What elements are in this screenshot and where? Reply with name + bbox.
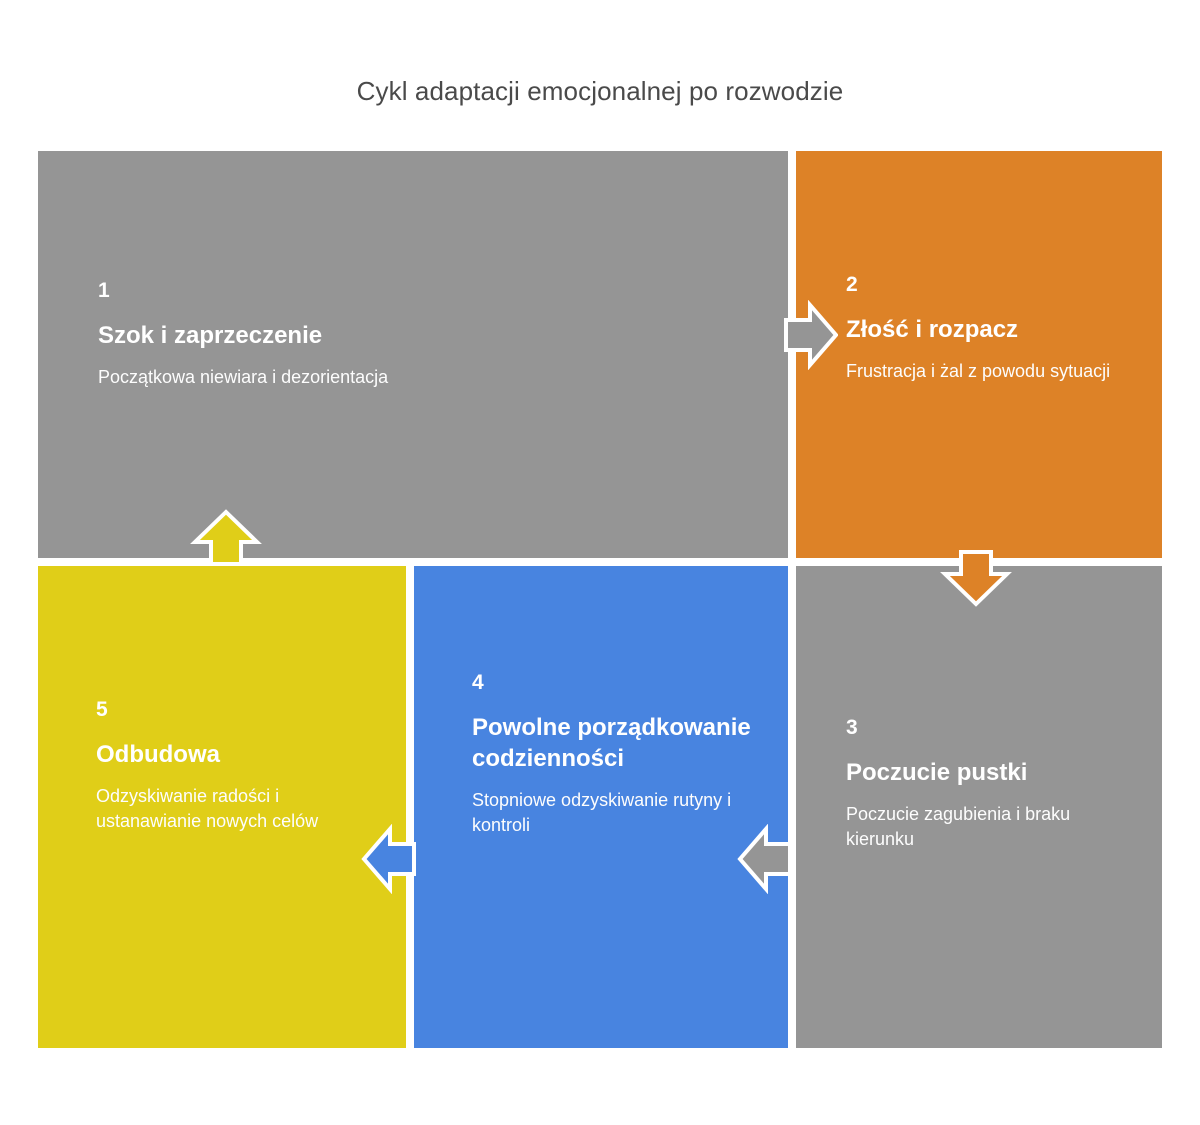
stage-title-1: Szok i zaprzeczenie xyxy=(98,322,323,350)
arrow-5-to-1-icon xyxy=(190,508,262,568)
stage-block-1[interactable]: 1 Szok i zaprzeczenie Początkowa niewiar… xyxy=(38,151,788,558)
stage-block-4[interactable]: 4 Powolne porządkowanie codzienności Sto… xyxy=(414,566,788,1048)
stage-number-3: 3 xyxy=(846,716,858,739)
stage-description-2: Frustracja i żal z powodu sytuacji xyxy=(846,361,1111,382)
arrow-1-to-2-icon xyxy=(784,300,838,370)
stage-number-4: 4 xyxy=(472,671,484,694)
stage-number-5: 5 xyxy=(96,698,108,721)
stage-title-2: Złość i rozpacz xyxy=(846,316,1019,344)
stage-number-2: 2 xyxy=(846,273,858,296)
stage-description-5: Odzyskiwanie radości i ustanawianie nowy… xyxy=(96,786,319,832)
page-title: Cykl adaptacji emocjonalnej po rozwodzie xyxy=(356,76,844,106)
stage-title-4: Powolne porządkowanie codzienności xyxy=(472,714,751,773)
arrow-3-to-4-icon xyxy=(736,824,792,894)
stage-description-3: Poczucie zagubienia i braku kierunku xyxy=(846,804,1071,850)
arrow-4-to-5-icon xyxy=(360,824,416,894)
stage-description-4: Stopniowe odzyskiwanie rutyny i kontroli xyxy=(472,790,732,836)
arrow-2-to-3-icon xyxy=(940,550,1012,608)
stage-title-3: Poczucie pustki xyxy=(846,759,1028,787)
stage-block-3[interactable]: 3 Poczucie pustki Poczucie zagubienia i … xyxy=(796,566,1162,1048)
stage-description-1: Początkowa niewiara i dezorientacja xyxy=(98,367,389,388)
stage-number-1: 1 xyxy=(98,279,110,302)
stage-block-5[interactable]: 5 Odbudowa Odzyskiwanie radości i ustana… xyxy=(38,566,406,1048)
stage-title-5: Odbudowa xyxy=(96,741,220,769)
stage-block-2[interactable]: 2 Złość i rozpacz Frustracja i żal z pow… xyxy=(796,151,1162,558)
